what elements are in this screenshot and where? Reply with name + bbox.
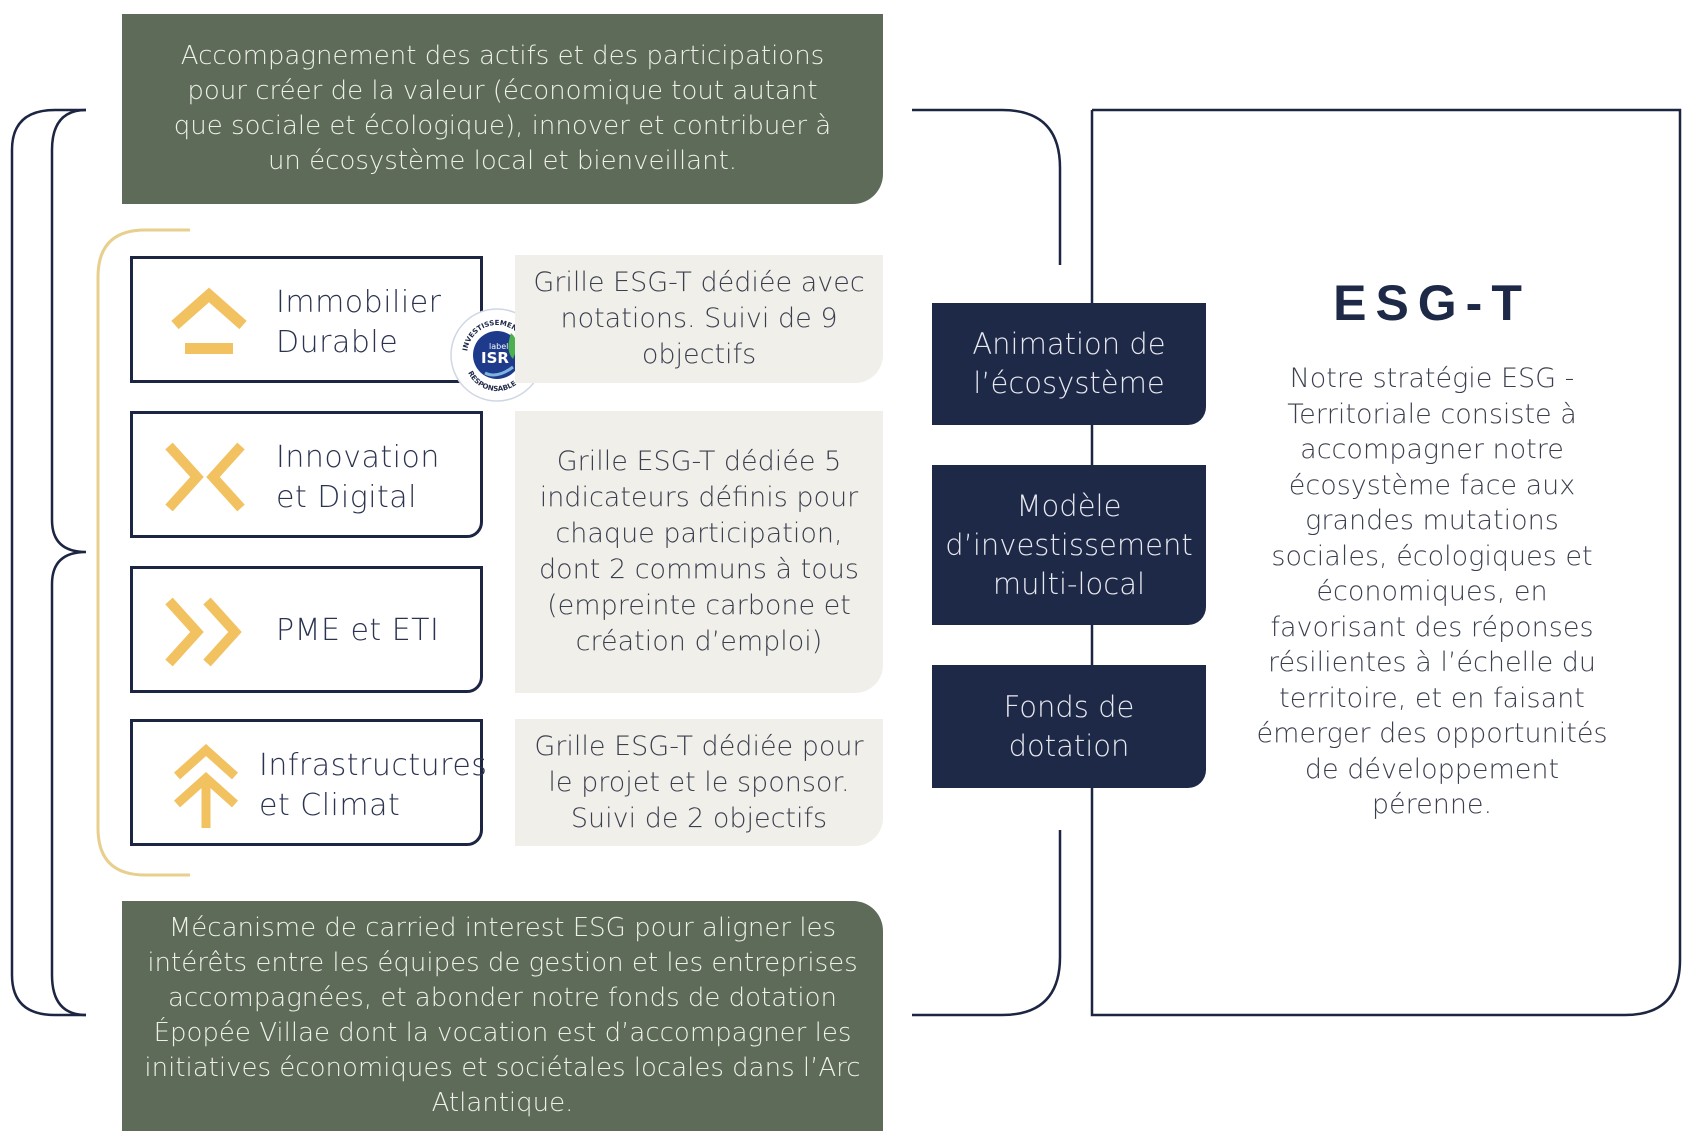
esgt-body: Notre stratégie ESG - Territoriale consi… bbox=[1256, 363, 1608, 820]
double-chevron-right-icon bbox=[165, 597, 242, 667]
top-banner: Accompagnement des actifs et des partici… bbox=[122, 14, 883, 204]
grille-infrastructures: Grille ESG-T dédiée pour le projet et le… bbox=[515, 719, 883, 846]
grille-immobilier: Grille ESG-T dédiée avec notations. Suiv… bbox=[515, 255, 883, 383]
right-arc-bottom bbox=[912, 830, 1062, 1017]
sector-pme: PME et ETI bbox=[130, 566, 483, 693]
sector-innovation-line2: et Digital bbox=[276, 480, 418, 515]
left-brace bbox=[10, 108, 86, 1017]
pillar-fonds-text: Fonds de dotation bbox=[1003, 689, 1135, 763]
grille-immobilier-text: Grille ESG-T dédiée avec notations. Suiv… bbox=[533, 267, 865, 370]
right-arc-top bbox=[912, 108, 1062, 265]
sector-infrastructures-line2: et Climat bbox=[259, 788, 401, 823]
esgt-frame bbox=[1090, 108, 1682, 1017]
pillar-modele: Modèle d’investissement multi-local bbox=[932, 465, 1206, 625]
left-brace-inner bbox=[50, 108, 87, 1017]
sector-innovation-line1: Innovation bbox=[276, 440, 440, 475]
isr-small-text: label bbox=[489, 342, 508, 351]
pillar-modele-text: Modèle d’investissement multi-local bbox=[945, 488, 1193, 601]
grille-infrastructures-text: Grille ESG-T dédiée pour le projet et le… bbox=[534, 730, 864, 834]
bottom-banner: Mécanisme de carried interest ESG pour a… bbox=[122, 901, 883, 1131]
pillar-animation-text: Animation de l’écosystème bbox=[972, 327, 1166, 400]
arrows-converge-icon bbox=[165, 442, 245, 512]
sector-innovation: Innovation et Digital bbox=[130, 411, 483, 538]
arrow-up-icon bbox=[173, 744, 239, 828]
sector-infrastructures-line1: Infrastructures bbox=[259, 748, 488, 783]
isr-big-text: ISR bbox=[481, 349, 509, 367]
top-banner-text: Accompagnement des actifs et des partici… bbox=[173, 41, 832, 176]
grille-participations-text: Grille ESG-T dédiée 5 indicateurs défini… bbox=[539, 446, 859, 657]
sector-immobilier-line2: Durable bbox=[276, 325, 399, 360]
sector-immobilier-line1: Immobilier bbox=[276, 285, 442, 320]
esgt-title: ESG-T bbox=[1333, 275, 1531, 331]
grille-participations: Grille ESG-T dédiée 5 indicateurs défini… bbox=[515, 411, 883, 693]
sector-infrastructures: Infrastructures et Climat bbox=[130, 719, 487, 846]
pillar-fonds: Fonds de dotation bbox=[932, 665, 1206, 788]
sector-immobilier: Immobilier Durable bbox=[130, 256, 483, 383]
house-roof-icon bbox=[171, 287, 247, 354]
gold-bracket bbox=[96, 228, 190, 877]
pillar-animation: Animation de l’écosystème bbox=[932, 303, 1206, 425]
sector-pme-line1: PME et ETI bbox=[276, 613, 440, 648]
bottom-banner-text: Mécanisme de carried interest ESG pour a… bbox=[144, 913, 861, 1118]
